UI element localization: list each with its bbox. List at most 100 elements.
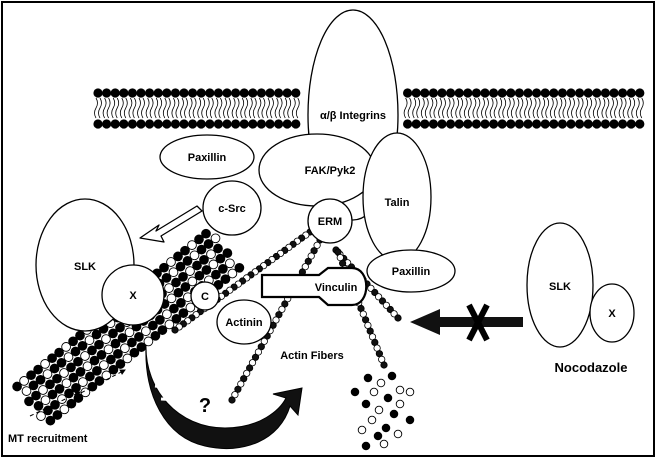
- slk-right-shape: [526, 222, 594, 348]
- tubulin-debris-bead: [387, 371, 397, 381]
- tubulin-bead: [45, 379, 55, 390]
- tubulin-bead: [36, 411, 46, 421]
- tubulin-debris-bead: [357, 425, 367, 435]
- lipid-molecule: [609, 88, 619, 129]
- tubulin-bead: [68, 336, 78, 347]
- tubulin-bead: [155, 315, 165, 325]
- lipid-molecule: [532, 88, 542, 129]
- tubulin-bead: [78, 377, 88, 387]
- lipid-molecule: [239, 88, 249, 129]
- tubulin-bead: [171, 277, 181, 288]
- nocodazole-label: Nocodazole: [555, 360, 628, 375]
- tubulin-bead: [106, 354, 116, 365]
- tubulin-bead: [47, 353, 57, 364]
- actin-bead: [234, 385, 242, 393]
- tubulin-bead: [208, 259, 219, 270]
- tubulin-bead: [187, 276, 198, 287]
- tubulin-bead: [108, 364, 119, 375]
- tubulin-bead: [59, 368, 69, 378]
- tubulin-bead: [108, 328, 118, 339]
- tubulin-bead: [206, 249, 216, 260]
- tubulin-bead: [127, 337, 137, 348]
- tubulin-bead: [80, 351, 90, 361]
- c-label: C: [201, 291, 209, 303]
- lipid-molecule: [454, 88, 464, 129]
- tubulin-debris-bead: [376, 378, 386, 388]
- lipid-molecule: [626, 88, 636, 129]
- tubulin-bead: [210, 233, 221, 244]
- tubulin-bead: [94, 376, 105, 386]
- lipid-molecule: [188, 88, 198, 129]
- tubulin-bead: [166, 293, 177, 304]
- lipid-molecule: [592, 88, 602, 129]
- lipid-molecule: [420, 88, 430, 129]
- tubulin-bead: [211, 269, 221, 280]
- actin-bead: [228, 396, 236, 404]
- tubulin-bead: [33, 364, 43, 375]
- tubulin-bead: [225, 258, 235, 269]
- lipid-molecule: [489, 88, 499, 129]
- tubulin-bead: [103, 344, 114, 355]
- tubulin-debris-bead: [369, 387, 379, 397]
- tubulin-bead: [185, 302, 196, 313]
- tubulin-bead: [61, 342, 71, 352]
- lipid-molecule: [179, 88, 189, 129]
- tubulin-bead: [80, 387, 91, 398]
- slk-left-label: SLK: [74, 261, 96, 273]
- lipid-molecule: [222, 88, 232, 129]
- vinculin-shape: [260, 266, 368, 307]
- tubulin-debris: [350, 371, 415, 451]
- lipid-molecule: [618, 88, 628, 129]
- curved-arrow: [145, 344, 303, 450]
- tubulin-bead: [89, 355, 100, 366]
- tubulin-bead: [189, 250, 200, 261]
- tubulin-bead: [117, 333, 128, 343]
- lipid-molecule: [274, 88, 284, 129]
- tubulin-bead: [73, 356, 83, 367]
- tubulin-bead: [185, 266, 195, 276]
- tubulin-bead: [159, 262, 169, 273]
- lipid-molecule: [437, 88, 447, 129]
- tubulin-bead: [124, 327, 135, 338]
- x-left-label: X: [129, 290, 137, 302]
- tubulin-bead: [115, 359, 126, 369]
- tubulin-bead: [24, 396, 34, 407]
- tubulin-bead: [77, 340, 88, 351]
- tubulin-debris-bead: [381, 423, 391, 433]
- tubulin-bead: [164, 319, 175, 330]
- tubulin-debris-bead: [374, 405, 384, 415]
- actin-bead: [394, 314, 402, 322]
- tubulin-bead: [31, 390, 41, 401]
- tubulin-bead: [192, 260, 202, 271]
- lipid-molecule: [170, 88, 180, 129]
- tubulin-bead: [227, 268, 238, 279]
- lipid-molecule: [213, 88, 223, 129]
- tubulin-bead: [164, 283, 174, 293]
- lipid-molecule: [497, 88, 507, 129]
- tubulin-bead: [169, 303, 179, 314]
- tubulin-bead: [45, 415, 56, 426]
- lipid-molecule: [600, 88, 611, 129]
- lipid-molecule: [110, 88, 120, 129]
- hollow-arrow: [139, 205, 203, 243]
- tubulin-bead: [175, 261, 186, 272]
- tubulin-bead: [54, 384, 65, 394]
- actinin-label: Actinin: [225, 317, 263, 329]
- tubulin-bead: [47, 389, 58, 400]
- tubulin-bead: [182, 256, 193, 266]
- lipid-molecule: [514, 88, 525, 129]
- tubulin-bead: [99, 360, 109, 370]
- tubulin-bead: [141, 326, 151, 337]
- tubulin-bead: [87, 381, 98, 392]
- paxillin-right-label: Paxillin: [392, 266, 431, 278]
- tubulin-bead: [35, 374, 46, 385]
- erm-shape: [307, 198, 353, 244]
- actin-bead: [313, 241, 321, 249]
- tubulin-debris-bead: [395, 399, 405, 409]
- tubulin-bead: [85, 371, 95, 382]
- tubulin-bead: [120, 343, 130, 354]
- tubulin-bead: [84, 335, 95, 346]
- tubulin-bead: [176, 298, 186, 308]
- lipid-molecule: [162, 88, 172, 129]
